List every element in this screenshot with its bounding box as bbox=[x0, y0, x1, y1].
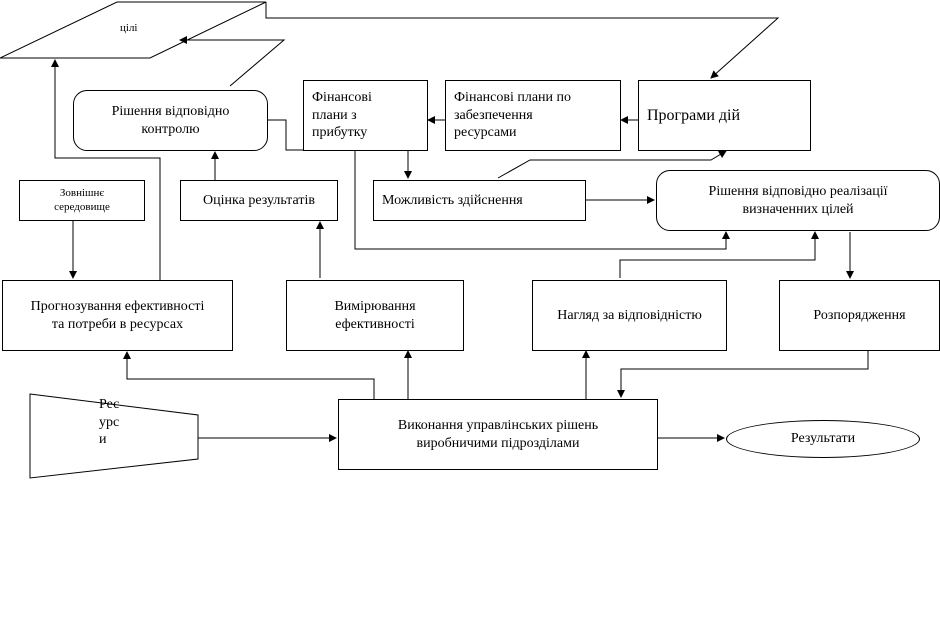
measurement-box: Вимірювання ефективності bbox=[286, 280, 464, 351]
impl-decision-box: Рішення відповідно реалізації визначенни… bbox=[656, 170, 940, 231]
feasibility-label: Можливість здійснення bbox=[382, 192, 523, 208]
results-label: Результати bbox=[790, 431, 856, 446]
execution-to-forecast-arrow bbox=[123, 351, 375, 399]
goals-label: цілі bbox=[120, 22, 138, 34]
fin-profit-box: Фінансові плани з прибутку bbox=[303, 80, 428, 151]
action-programs-box: Програми дій bbox=[638, 80, 811, 151]
resources-shape bbox=[29, 393, 199, 479]
results-eval-label: Оцінка результатів bbox=[203, 192, 315, 208]
execution-box: Виконання управлінських рішень виробничи… bbox=[338, 399, 658, 470]
results-eval-box: Оцінка результатів bbox=[180, 180, 338, 221]
measurement-label: Вимірювання ефективності bbox=[334, 299, 416, 332]
control-decision-label: Рішення відповідно контролю bbox=[111, 104, 230, 137]
compliance-to-impl-arrow bbox=[619, 231, 819, 278]
orders-label: Розпорядження bbox=[813, 307, 906, 323]
external-env-box: Зовнішнє середовище bbox=[19, 180, 145, 221]
fin-resources-label: Фінансові плани по забезпечення ресурсам… bbox=[454, 90, 572, 141]
compliance-box: Нагляд за відповідністю bbox=[532, 280, 727, 351]
forecast-to-goals-arrow bbox=[51, 59, 161, 280]
goals-return-line bbox=[179, 36, 286, 87]
fin-resources-box: Фінансові плани по забезпечення ресурсам… bbox=[445, 80, 621, 151]
action-programs-label: Програми дій bbox=[647, 106, 741, 124]
feasibility-box: Можливість здійснення bbox=[373, 180, 586, 221]
forecasting-label: Прогнозування ефективності та потреби в … bbox=[30, 299, 205, 332]
control-decision-box: Рішення відповідно контролю bbox=[73, 90, 268, 151]
orders-to-execution-arrow bbox=[617, 350, 869, 398]
fin-profit-label: Фінансові плани з прибутку bbox=[312, 90, 372, 141]
execution-label: Виконання управлінських рішень виробничи… bbox=[397, 418, 599, 451]
compliance-label: Нагляд за відповідністю bbox=[557, 307, 702, 323]
forecasting-box: Прогнозування ефективності та потреби в … bbox=[2, 280, 233, 351]
orders-box: Розпорядження bbox=[779, 280, 940, 351]
programs-feasibility-link bbox=[497, 150, 727, 179]
external-env-label: Зовнішнє середовище bbox=[54, 186, 110, 213]
results-ellipse: Результати bbox=[726, 420, 920, 458]
impl-decision-label: Рішення відповідно реалізації визначенни… bbox=[708, 184, 888, 217]
loop-programs-to-goals bbox=[265, 2, 780, 79]
resources-label: Рес урс и bbox=[99, 397, 120, 447]
